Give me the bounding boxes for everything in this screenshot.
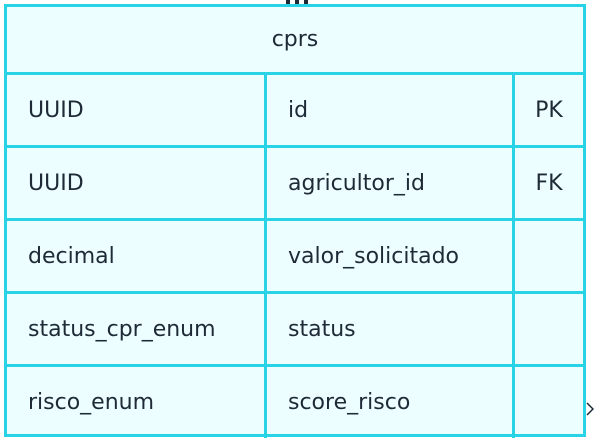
relationship-connector xyxy=(304,0,308,4)
relationship-arrow-icon xyxy=(586,402,594,416)
column-type: UUID xyxy=(7,148,267,218)
entity-row: risco_enum score_risco xyxy=(7,367,583,438)
column-key xyxy=(515,294,583,364)
entity-row: status_cpr_enum status xyxy=(7,294,583,367)
column-type: status_cpr_enum xyxy=(7,294,267,364)
column-name: status xyxy=(267,294,515,364)
relationship-connector xyxy=(295,0,299,4)
column-key: PK xyxy=(535,97,563,123)
column-name: id xyxy=(267,75,515,145)
column-type: risco_enum xyxy=(7,367,267,438)
column-name: valor_solicitado xyxy=(267,221,515,291)
column-key xyxy=(515,221,583,291)
column-name: score_risco xyxy=(267,367,515,438)
relationship-connector xyxy=(286,0,290,4)
column-type: decimal xyxy=(7,221,267,291)
entity-row: decimal valor_solicitado xyxy=(7,221,583,294)
column-name: agricultor_id xyxy=(267,148,515,218)
column-key xyxy=(515,367,583,438)
entity-title: cprs xyxy=(7,7,583,75)
entity-row: UUID id PK xyxy=(7,75,583,148)
column-type: UUID xyxy=(7,75,267,145)
column-key: FK xyxy=(535,170,563,196)
entity-row: UUID agricultor_id FK xyxy=(7,148,583,221)
entity-table-cprs[interactable]: cprs UUID id PK UUID agricultor_id FK de… xyxy=(4,4,586,438)
